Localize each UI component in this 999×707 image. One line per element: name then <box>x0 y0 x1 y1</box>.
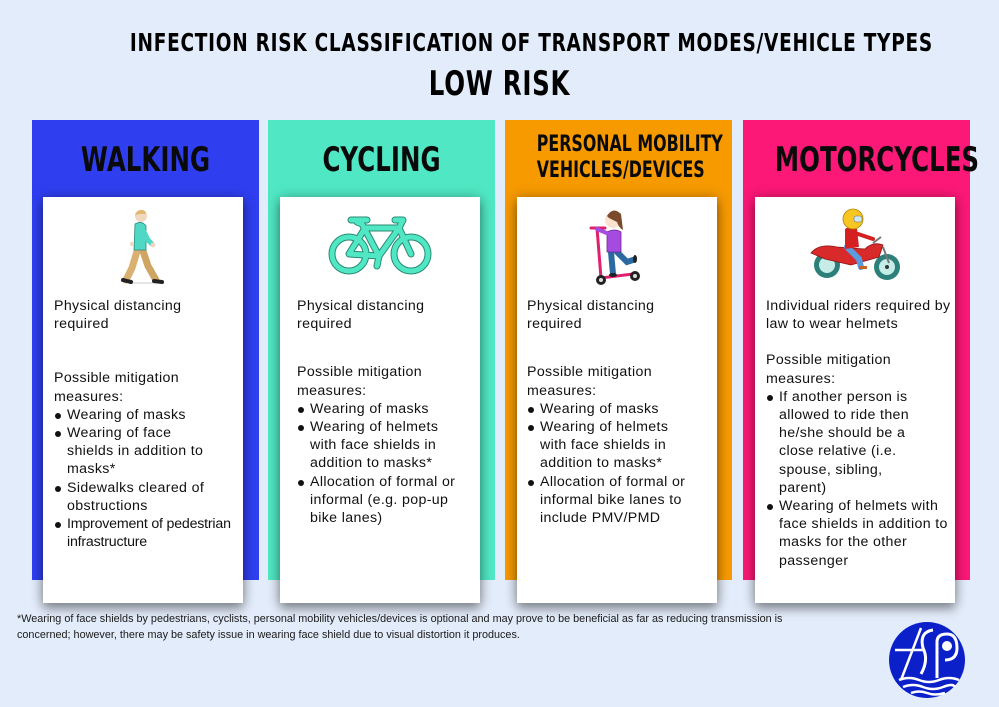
mitigation-list: Wearing of masks Wearing of helmets with… <box>297 400 477 527</box>
card-text-motorcycles: Individual riders required by law to wea… <box>766 297 951 570</box>
motorcycle-icon <box>755 205 955 287</box>
card-text-pmv: Physical distancing required Possible mi… <box>527 297 711 527</box>
mitigation-label: Possible mitigation measures: <box>297 364 422 399</box>
tsp-logo-icon <box>887 620 967 700</box>
panel-title-pmv-line2: VEHICLES/DEVICES <box>536 158 705 183</box>
card-pmv: Physical distancing required Possible mi… <box>517 197 717 603</box>
list-item: Wearing of masks <box>54 406 234 424</box>
kick-scooter-icon <box>517 205 717 287</box>
card-text-cycling: Physical distancing required Possible mi… <box>297 297 474 527</box>
mitigation-label: Possible mitigation measures: <box>527 364 652 399</box>
list-item: If another person is allowed to ride the… <box>766 388 931 497</box>
mitigation-label: Possible mitigation measures: <box>766 352 891 387</box>
list-item: Allocation of formal or informal (e.g. p… <box>297 473 467 528</box>
mitigation-list: Wearing of masks Wearing of face shields… <box>54 406 234 552</box>
requirement-text: Physical distancing required <box>527 298 655 333</box>
panel-title-pmv-line1: PERSONAL MOBILITY <box>536 132 723 157</box>
list-item: Wearing of helmets with face shields in … <box>297 418 457 473</box>
walking-person-icon <box>43 205 243 287</box>
card-text-walking: Physical distancing required Possible mi… <box>54 297 237 551</box>
list-item: Wearing of face shields in addition to m… <box>54 424 204 479</box>
list-item: Sidewalks cleared of obstructions <box>54 479 214 515</box>
risk-level-subtitle: LOW RISK <box>428 64 571 104</box>
list-item: Wearing of masks <box>297 400 477 418</box>
requirement-text: Physical distancing required <box>54 298 182 333</box>
card-cycling: Physical distancing required Possible mi… <box>280 197 480 603</box>
page-title: INFECTION RISK CLASSIFICATION OF TRANSPO… <box>129 28 933 57</box>
footnote: *Wearing of face shields by pedestrians,… <box>17 613 783 641</box>
bicycle-icon <box>280 205 480 287</box>
panel-title-walking: WALKING <box>80 140 211 180</box>
card-walking: Physical distancing required Possible mi… <box>43 197 243 603</box>
list-item: Wearing of helmets with face shields in … <box>527 418 687 473</box>
card-motorcycles: Individual riders required by law to wea… <box>755 197 955 603</box>
list-item: Improvement of pedestrian infrastructure <box>54 515 234 551</box>
list-item: Wearing of helmets with face shields in … <box>766 497 951 570</box>
mitigation-list: Wearing of masks Wearing of helmets with… <box>527 400 712 527</box>
requirement-text: Physical distancing required <box>297 298 425 333</box>
mitigation-list: If another person is allowed to ride the… <box>766 388 951 570</box>
panel-title-motorcycles: MOTORCYCLES <box>774 140 980 180</box>
list-item: Wearing of masks <box>527 400 712 418</box>
panel-title-cycling: CYCLING <box>322 140 441 180</box>
list-item: Allocation of formal or informal bike la… <box>527 473 712 528</box>
mitigation-label: Possible mitigation measures: <box>54 370 179 405</box>
requirement-text: Individual riders required by law to wea… <box>766 298 951 333</box>
panel-title-pmv: PERSONAL MOBILITY VEHICLES/DEVICES <box>536 132 723 184</box>
